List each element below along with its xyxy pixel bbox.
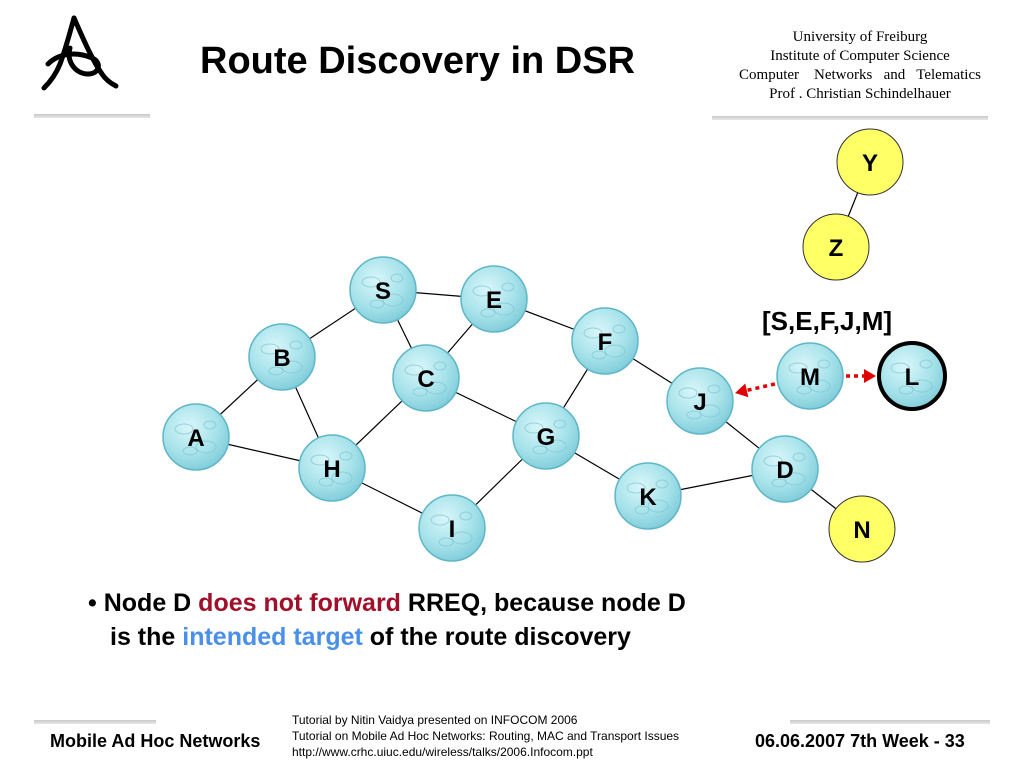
footer-rule-left: [34, 720, 156, 724]
footer-course-title: Mobile Ad Hoc Networks: [50, 731, 261, 751]
affiliation-line: Computer Networks and Telematics: [739, 67, 981, 83]
node-label: G: [537, 424, 556, 451]
affiliation-line: University of Freiburg: [792, 29, 928, 45]
node-L: L: [877, 341, 947, 411]
node-label: B: [273, 345, 290, 372]
affiliation-block: University of Freiburg Institute of Comp…: [700, 28, 1020, 104]
node-label: Y: [862, 150, 878, 177]
credit-line: Tutorial by Nitin Vaidya presented on IN…: [292, 713, 578, 727]
credit-line: http://www.crhc.uiuc.edu/wireless/talks/…: [292, 745, 593, 759]
bullet-line-1: • Node D does not forward RREQ, because …: [88, 586, 686, 620]
bullet-line-2: is the intended target of the route disc…: [88, 620, 686, 654]
affiliation-line: Prof . Christian Schindelhauer: [769, 86, 951, 102]
node-G: G: [512, 402, 580, 470]
node-J: J: [666, 367, 734, 435]
bullet-part: RREQ, because node D: [400, 589, 686, 617]
node-D: D: [751, 435, 819, 503]
page-title: Route Discovery in DSR: [200, 40, 635, 82]
node-Y: Y: [836, 128, 904, 196]
node-label: Z: [829, 235, 844, 262]
node-label: L: [905, 364, 920, 391]
node-label: C: [417, 366, 434, 393]
node-label: S: [375, 278, 391, 305]
node-label: K: [639, 484, 657, 511]
header-rule-left: [34, 114, 150, 118]
node-label: E: [486, 287, 502, 314]
node-S: S: [349, 256, 417, 324]
highlight-does-not-forward: does not forward: [198, 589, 401, 617]
node-label: H: [323, 456, 340, 483]
footer-credits: Tutorial by Nitin Vaidya presented on IN…: [292, 712, 679, 760]
node-label: J: [693, 389, 706, 416]
node-Z: Z: [802, 213, 870, 281]
rreq-arrow-M-to-J: [735, 382, 776, 398]
node-K: K: [614, 462, 682, 530]
university-logo: [41, 15, 119, 91]
node-M: M: [776, 342, 844, 410]
node-label: F: [598, 329, 613, 356]
highlight-intended-target: intended target: [182, 623, 363, 651]
footer-date-page: 06.06.2007 7th Week - 33: [755, 731, 965, 751]
header-rule-right: [712, 116, 988, 120]
node-F: F: [571, 307, 639, 375]
bullet-text: • Node D does not forward RREQ, because …: [88, 586, 686, 654]
affiliation-line: Institute of Computer Science: [770, 48, 950, 64]
node-label: A: [187, 425, 204, 452]
node-A: A: [162, 403, 230, 471]
node-label: I: [449, 516, 456, 543]
node-H: H: [298, 434, 366, 502]
footer-rule-right: [790, 720, 990, 724]
bullet-part: Node D: [103, 589, 199, 617]
node-label: N: [853, 517, 870, 544]
node-label: M: [800, 364, 820, 391]
node-I: I: [418, 494, 486, 562]
bullet-marker: •: [88, 589, 97, 617]
node-C: C: [392, 344, 460, 412]
bullet-part: of the route discovery: [362, 623, 631, 651]
bullet-part: is the: [110, 623, 183, 651]
node-N: N: [828, 495, 896, 563]
credit-line: Tutorial on Mobile Ad Hoc Networks: Rout…: [292, 729, 680, 743]
rreq-route-label: [S,E,F,J,M]: [762, 306, 893, 336]
node-B: B: [248, 323, 316, 391]
rreq-arrow-M-to-L: [846, 369, 876, 383]
node-E: E: [460, 265, 528, 333]
node-label: D: [776, 457, 793, 484]
